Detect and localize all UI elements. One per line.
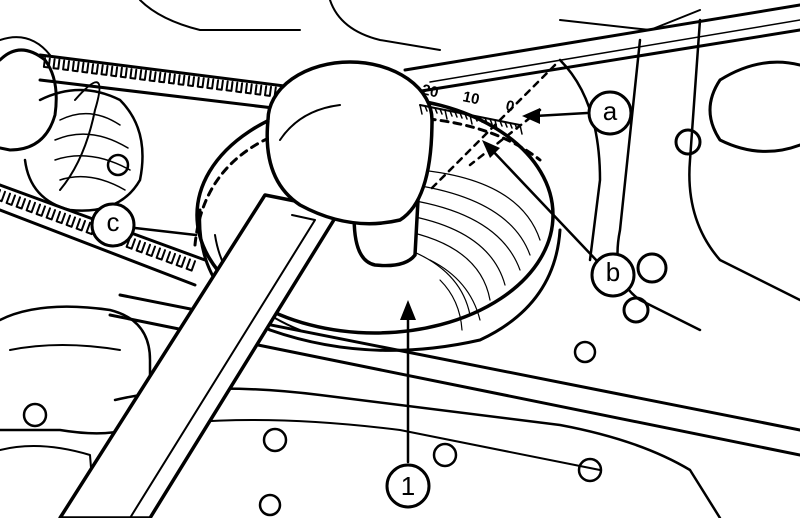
callout-a-label: a — [603, 96, 618, 126]
wrench-tool — [58, 60, 434, 518]
callout-b-label: b — [606, 257, 620, 287]
callout-a: a — [587, 90, 633, 136]
toothed-belt-upper — [38, 53, 302, 112]
callout-c-label: c — [107, 207, 120, 237]
callout-b: b — [590, 252, 636, 298]
callout-1-label: 1 — [401, 471, 415, 501]
callout-c: c — [90, 202, 136, 248]
scale-mark-20: 20 — [420, 81, 440, 101]
callout-1: 1 — [385, 463, 431, 509]
angle-scale: 20 10 0 — [419, 63, 557, 192]
callout-leaders — [133, 108, 600, 464]
scale-mark-0: 0 — [504, 97, 516, 115]
scale-mark-10: 10 — [461, 88, 481, 108]
